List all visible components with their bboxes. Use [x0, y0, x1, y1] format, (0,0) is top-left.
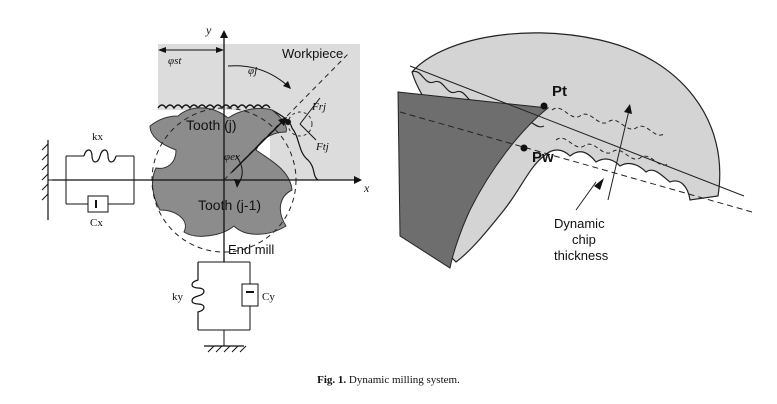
end-mill-label: End mill	[228, 242, 274, 257]
cutting-tool	[397, 91, 550, 269]
axis-x-label: x	[363, 181, 370, 195]
workpiece-label: Workpiece	[282, 46, 343, 61]
phi-ex-label: φex	[224, 151, 240, 163]
figure-caption: Fig. 1. Dynamic milling system.	[0, 374, 777, 386]
milling-dynamics-diagram: Workpiece y x φst φj φex Frj Ftj Tooth (…	[41, 23, 370, 353]
f-rj-label: Frj	[311, 101, 326, 113]
cy-label: Cy	[262, 291, 275, 303]
ky-label: ky	[172, 291, 184, 303]
pw-label: Pw	[532, 149, 554, 166]
dynamic-chip-thickness-line-3: thickness	[554, 248, 609, 263]
phi-j-label: φj	[248, 65, 257, 77]
pt-label: Pt	[552, 83, 567, 100]
chip-thickness-diagram: Pt Pw Dynamic chip thickness	[397, 32, 753, 269]
axis-y-label: y	[205, 23, 212, 37]
end-mill-body	[149, 107, 293, 237]
dynamic-chip-thickness-line-2: chip	[572, 232, 596, 247]
spring-ky	[191, 262, 205, 330]
figure-caption-text: Dynamic milling system.	[346, 374, 460, 386]
figure-caption-label: Fig. 1.	[317, 374, 347, 386]
spring-kx	[83, 149, 117, 163]
damper-cy	[241, 283, 259, 307]
damper-cx	[87, 195, 109, 213]
tooth-j1-label: Tooth (j-1)	[198, 197, 261, 213]
tooth-j-label: Tooth (j)	[186, 117, 237, 133]
f-tj-label: Ftj	[315, 141, 329, 153]
phi-st-label: φst	[168, 55, 182, 67]
cx-label: Cx	[90, 217, 103, 229]
dynamic-chip-thickness-line-1: Dynamic	[554, 216, 605, 231]
machined-surface	[157, 104, 271, 110]
kx-label: kx	[92, 131, 104, 143]
